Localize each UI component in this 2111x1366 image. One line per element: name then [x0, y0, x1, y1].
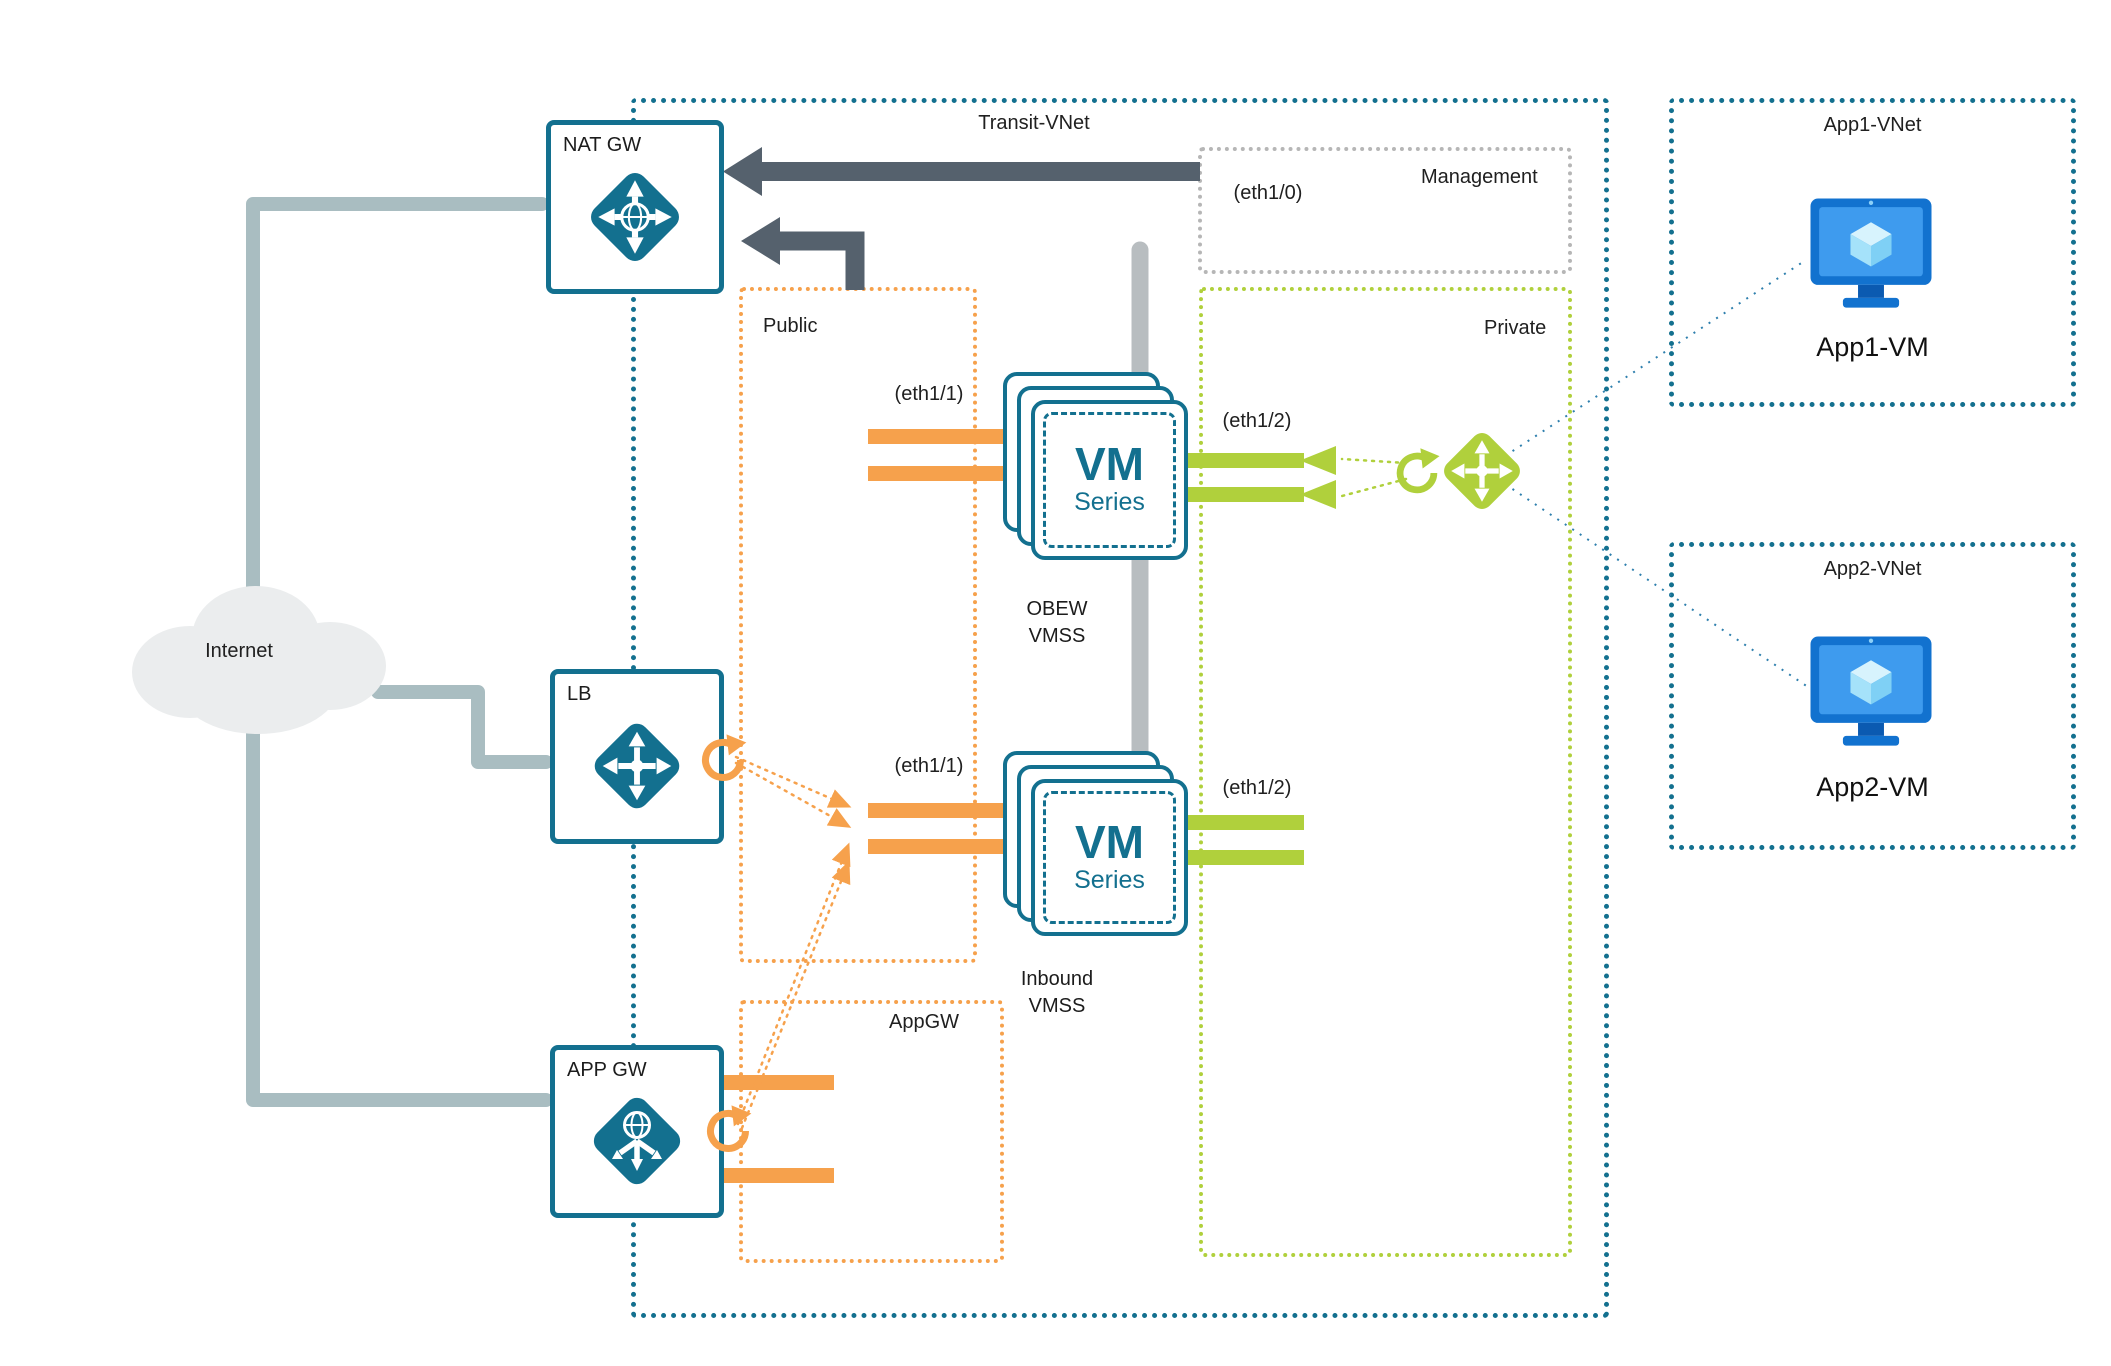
- obew-eth-left-label: (eth1/1): [894, 383, 964, 405]
- app1-vnet-boundary: [1669, 98, 2076, 407]
- app2-vm-icon: [1806, 630, 1936, 751]
- app2-vm-label: App2-VM: [1816, 772, 1929, 802]
- inbound-eth-left-label: (eth1/1): [894, 755, 964, 777]
- appgw-subnet-label: AppGW: [889, 1011, 960, 1033]
- internet-label: Internet: [205, 640, 273, 662]
- public-nic-bars: [724, 429, 1034, 1183]
- obew-caption-line2: VMSS: [1028, 625, 1086, 647]
- management-subnet-boundary: [1198, 147, 1572, 274]
- inbound-eth-right-label: (eth1/2): [1222, 777, 1292, 799]
- obew-vmss-caption: OBEW VMSS: [972, 596, 1142, 650]
- app1-vnet-label: App1-VNet: [1823, 114, 1922, 136]
- outbound-arrow-public: [741, 217, 865, 290]
- transit-vnet-label: Transit-VNet: [978, 112, 1090, 134]
- inbound-caption-line1: Inbound: [1020, 968, 1094, 990]
- public-subnet-label: Public: [763, 315, 818, 337]
- appgw-node: APP GW: [550, 1045, 724, 1218]
- obew-vmss-card: VM Series: [1031, 400, 1188, 560]
- internal-lb-sync-icon: [1390, 446, 1444, 500]
- private-nic-bars: [1186, 446, 1336, 865]
- inbound-vmss-inner-border: [1043, 791, 1176, 924]
- natgw-node: NAT GW: [546, 120, 724, 294]
- appgw-icon: [587, 1091, 687, 1191]
- lb-node: LB: [550, 669, 724, 844]
- app1-vm-icon: [1806, 192, 1936, 313]
- appgw-subnet-boundary: [739, 1000, 1004, 1263]
- eth1-0-label: (eth1/0): [1233, 182, 1303, 204]
- inbound-vm-title: VM: [1075, 815, 1144, 868]
- inbound-caption-line2: VMSS: [1028, 995, 1086, 1017]
- app2-vnet-boundary: [1669, 542, 2076, 850]
- app1-vm-label: App1-VM: [1816, 332, 1929, 362]
- internal-lb-flow-lines: [1340, 457, 1408, 498]
- obew-vm-subtitle: Series: [1074, 488, 1145, 517]
- internet-links: [246, 197, 553, 1107]
- natgw-label: NAT GW: [563, 134, 642, 156]
- obew-vm-title: VM: [1075, 438, 1144, 491]
- obew-vmss-inner-border: [1043, 412, 1176, 548]
- lb-icon: [588, 717, 686, 815]
- private-subnet-label: Private: [1484, 317, 1547, 339]
- lb-label: LB: [567, 683, 592, 705]
- inbound-vmss-caption: Inbound VMSS: [972, 966, 1142, 1020]
- obew-caption-line1: OBEW: [1026, 598, 1088, 620]
- obew-eth-right-label: (eth1/2): [1222, 410, 1292, 432]
- spoke-peering-lines: [1504, 259, 1809, 688]
- internet-cloud: [132, 586, 386, 734]
- inbound-vmss-card: VM Series: [1031, 779, 1188, 936]
- appgw-label: APP GW: [567, 1059, 647, 1081]
- private-subnet-boundary: [1199, 287, 1572, 1257]
- management-subnet-label: Management: [1421, 166, 1538, 188]
- lb-sync-icon: [695, 732, 751, 788]
- inbound-vm-subtitle: Series: [1074, 865, 1145, 894]
- internal-lb-router-icon: [1438, 427, 1526, 515]
- app2-vnet-label: App2-VNet: [1823, 558, 1922, 580]
- lb-flow-lines: [734, 755, 852, 1130]
- natgw-icon: [584, 166, 686, 268]
- appgw-sync-icon: [700, 1103, 756, 1159]
- outbound-arrow-management: [723, 147, 1200, 196]
